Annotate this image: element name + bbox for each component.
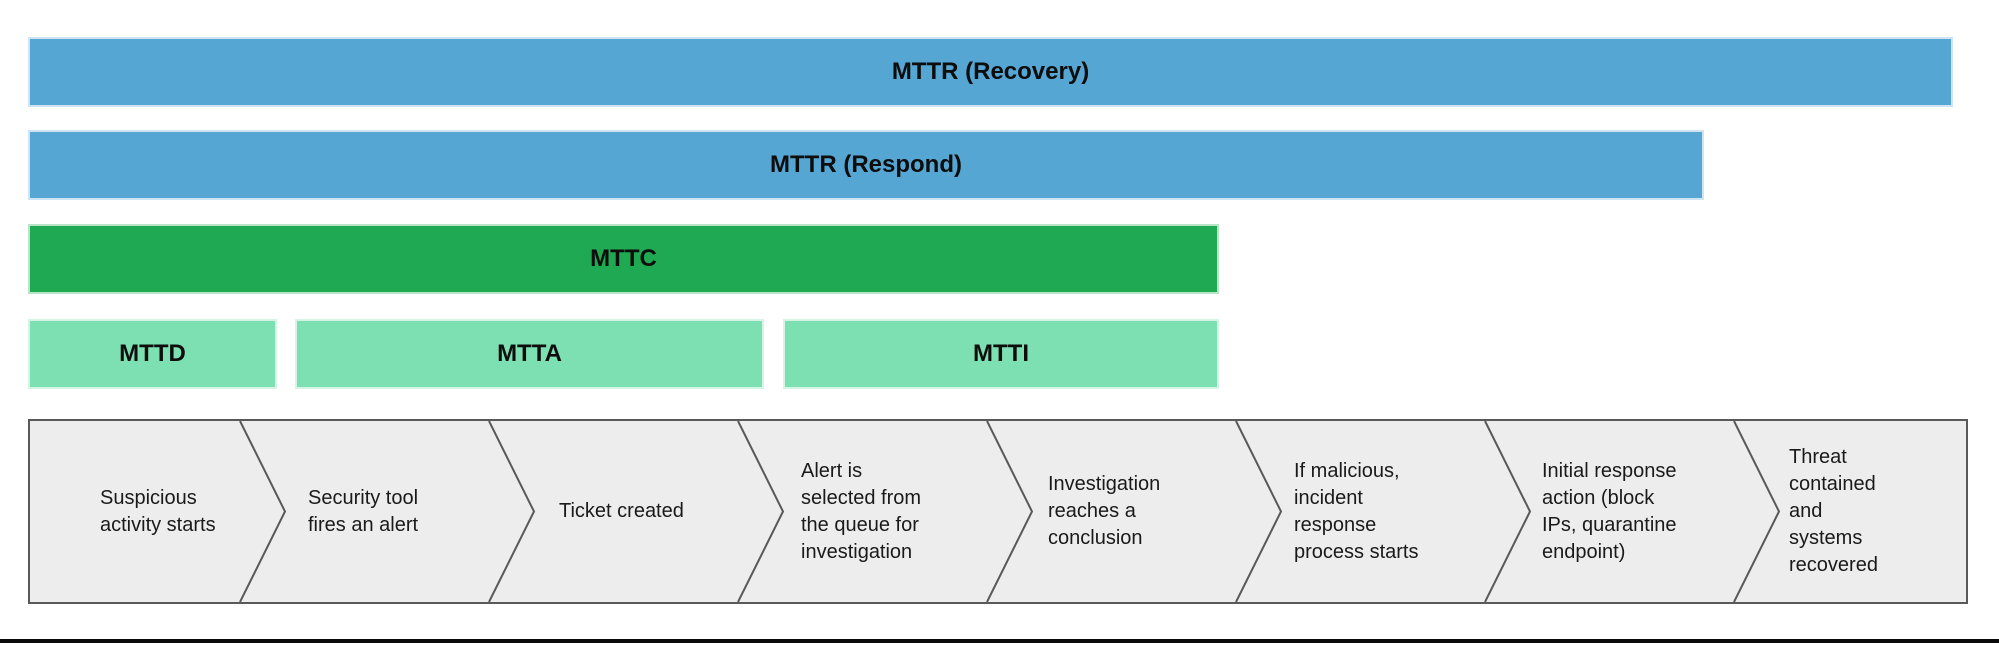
process-step-label: Investigation reaches a conclusion (1048, 473, 1161, 549)
process-step-label: Threat contained and systems recovered (1789, 446, 1878, 576)
mtta-label: MTTA (497, 340, 562, 367)
process-step-label: Ticket created (559, 500, 684, 522)
process-step-suspicious-activity: Suspicious activity starts (100, 421, 220, 602)
process-step-ticket-created: Ticket created (559, 421, 719, 602)
mttr-recovery-label: MTTR (Recovery) (891, 58, 1090, 85)
process-step-label: If malicious, incident response process … (1294, 459, 1419, 563)
mttc-label: MTTC (590, 245, 657, 272)
mttc-bar: MTTC (28, 224, 1219, 294)
process-timeline-strip: Suspicious activity starts Security tool… (28, 419, 1968, 604)
process-step-label: Initial response action (block IPs, quar… (1542, 459, 1677, 563)
process-step-initial-response-action: Initial response action (block IPs, quar… (1542, 421, 1694, 602)
process-step-incident-response-starts: If malicious, incident response process … (1294, 421, 1432, 602)
mtta-bar: MTTA (295, 319, 764, 389)
process-step-investigation-conclusion: Investigation reaches a conclusion (1048, 421, 1184, 602)
process-step-label: Security tool fires an alert (308, 486, 419, 536)
mttd-label: MTTD (119, 340, 186, 367)
mttd-bar: MTTD (28, 319, 277, 389)
chevron-divider-lines (239, 421, 1781, 602)
process-step-label: Suspicious activity starts (100, 486, 216, 536)
process-step-label: Alert is selected from the queue for inv… (801, 459, 922, 563)
process-step-alert-fired: Security tool fires an alert (308, 421, 440, 602)
mtti-bar: MTTI (783, 319, 1219, 389)
bottom-divider-rule (0, 639, 1999, 643)
process-step-alert-selected: Alert is selected from the queue for inv… (801, 421, 937, 602)
mttr-respond-label: MTTR (Respond) (770, 151, 962, 178)
mttr-recovery-bar: MTTR (Recovery) (28, 37, 1953, 107)
mttr-respond-bar: MTTR (Respond) (28, 130, 1704, 200)
process-step-threat-contained: Threat contained and systems recovered (1789, 421, 1901, 602)
mtti-label: MTTI (973, 340, 1029, 367)
